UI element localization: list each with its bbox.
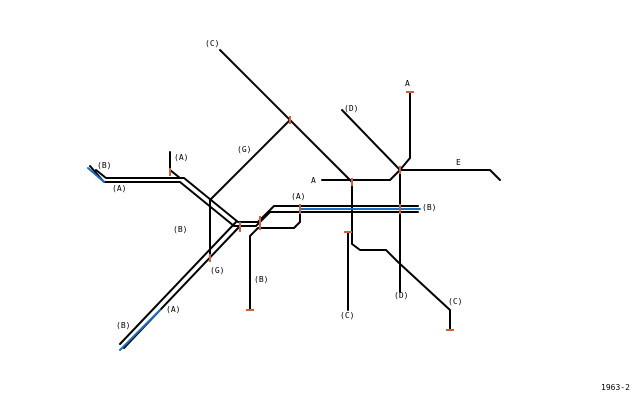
line-sw-b-service bbox=[119, 309, 161, 351]
label-b-left-mid: (B) bbox=[173, 225, 187, 234]
line-sw-lower bbox=[119, 221, 237, 345]
line-ab-west-lower bbox=[89, 165, 419, 227]
label-d-top: (D) bbox=[344, 104, 358, 113]
label-c-top: (C) bbox=[205, 39, 219, 48]
label-a-small: (A) bbox=[174, 153, 188, 162]
label-c-bottom-right: (C) bbox=[448, 297, 462, 306]
label-b-right: (B) bbox=[422, 203, 436, 212]
label-c-bottom: (C) bbox=[340, 311, 354, 320]
label-a-upper-left: (A) bbox=[112, 184, 126, 193]
line-c-north bbox=[219, 49, 451, 331]
label-b-far-left: (B) bbox=[97, 161, 111, 170]
year-code: 1963-2 bbox=[601, 383, 630, 392]
label-d-low: (D) bbox=[394, 291, 408, 300]
label-b-lower: (B) bbox=[254, 275, 268, 284]
line-ab-west-upper bbox=[95, 169, 419, 223]
line-a-north bbox=[399, 91, 411, 171]
terminal-ticks bbox=[169, 91, 454, 331]
line-e bbox=[399, 169, 501, 181]
label-a-center: A bbox=[311, 176, 316, 185]
label-g-mid: (G) bbox=[237, 145, 251, 154]
label-a-mid: (A) bbox=[291, 192, 305, 201]
label-a-top: A bbox=[405, 79, 410, 88]
label-g-low: (G) bbox=[210, 266, 224, 275]
line-a-center bbox=[321, 169, 401, 181]
label-e-right: E bbox=[456, 158, 461, 167]
line-d-north bbox=[341, 109, 401, 171]
line-b-south bbox=[249, 211, 301, 311]
label-a-sw: (A) bbox=[166, 305, 180, 314]
line-b-service bbox=[87, 167, 421, 210]
label-b-sw: (B) bbox=[116, 321, 130, 330]
